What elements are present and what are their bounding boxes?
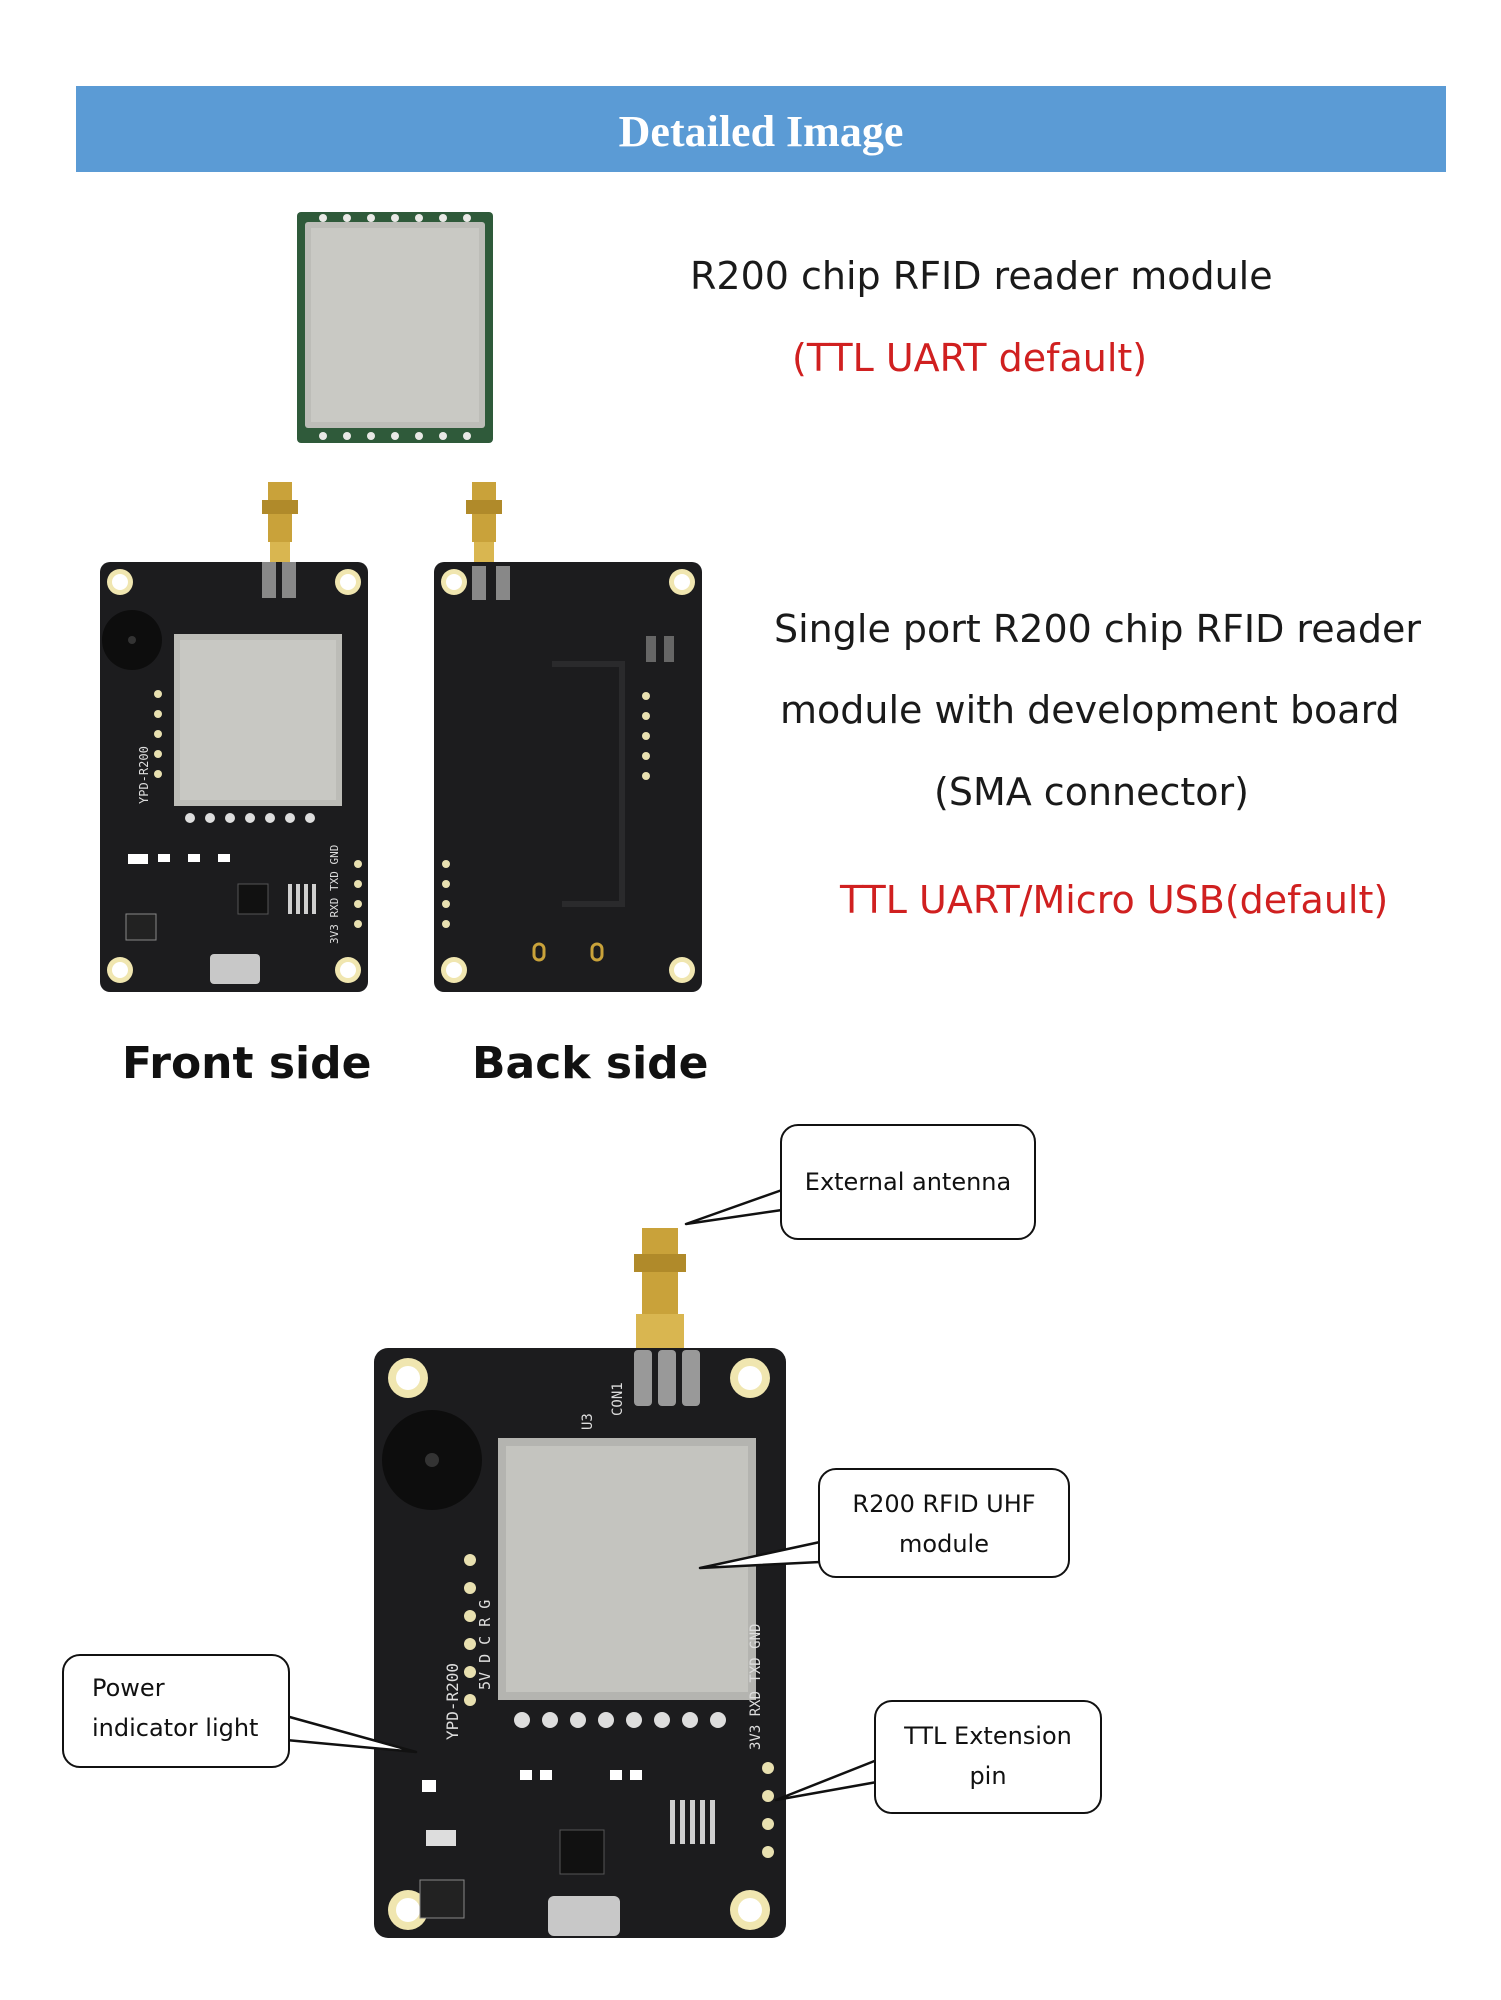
board-annotated-image: YPD-R200 5V D C R G 3V3 RXD TXD GND CON1…: [374, 1228, 786, 1938]
front-silk-pins: 3V3 RXD TXD GND: [328, 845, 341, 944]
callout-ttl-extension: TTL Extension pin: [874, 1700, 1102, 1814]
rfid-module-image: [297, 212, 493, 443]
board-silk-name: YPD-R200: [443, 1663, 462, 1740]
callout-power-line2: indicator light: [92, 1714, 259, 1742]
callout-external-antenna: External antenna: [780, 1124, 1036, 1240]
board-back-image: [434, 482, 702, 992]
callout-antenna-text: External antenna: [804, 1168, 1012, 1196]
callout-ttl-line1: TTL Extension: [904, 1722, 1072, 1750]
page-title: Detailed Image: [618, 107, 904, 156]
callout-rfid-module: R200 RFID UHF module: [818, 1468, 1070, 1578]
header-banner: Detailed Image: [76, 86, 1446, 172]
front-side-label: Front side: [122, 1038, 372, 1089]
board-silk-pins: 3V3 RXD TXD GND: [748, 1624, 764, 1750]
board-silk-con: CON1: [610, 1382, 626, 1416]
board-silk-u3: U3: [580, 1413, 596, 1430]
front-silk-name: YPD-R200: [137, 746, 151, 804]
back-side-label: Back side: [472, 1038, 709, 1089]
board-caption-line3: (SMA connector): [934, 770, 1249, 814]
callout-ttl-line2: pin: [969, 1762, 1007, 1790]
callout-module-line1: R200 RFID UHF: [852, 1490, 1036, 1518]
callout-module-line2: module: [899, 1530, 989, 1558]
board-caption-line1: Single port R200 chip RFID reader: [774, 607, 1422, 651]
module-caption-title: R200 chip RFID reader module: [690, 254, 1273, 298]
board-caption-line2: module with development board: [780, 688, 1400, 732]
callout-power-line1: Power: [92, 1674, 165, 1702]
board-silk-letters: 5V D C R G: [476, 1600, 494, 1690]
board-caption-note: TTL UART/Micro USB(default): [840, 878, 1389, 922]
module-caption-note: (TTL UART default): [792, 336, 1148, 380]
board-front-image: YPD-R200 3V3 RXD TXD GND: [100, 482, 368, 992]
callout-power-indicator: Power indicator light: [62, 1654, 290, 1768]
